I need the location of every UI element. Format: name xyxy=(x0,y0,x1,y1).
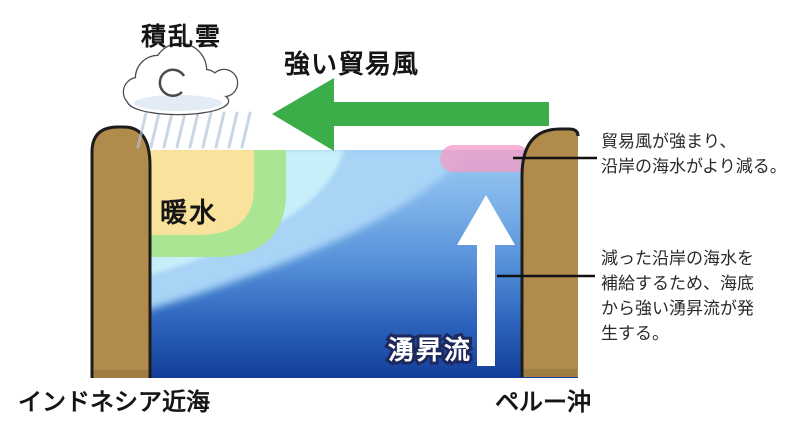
sea-region xyxy=(92,150,578,378)
indonesia-coast-label: インドネシア近海 xyxy=(18,389,210,416)
callout-upwelling-line3: から強い湧昇流が発 xyxy=(601,299,754,318)
upwelling-label: 湧昇流 xyxy=(385,332,473,368)
peru-coast-label: ペルー沖 xyxy=(495,389,591,416)
landmass-indonesia xyxy=(90,125,152,378)
callout-upwelling-line2: 補給するため、海底 xyxy=(601,274,754,293)
landmass-peru xyxy=(520,127,580,377)
cloud-label: 積乱雲 xyxy=(141,23,223,51)
rain-lines xyxy=(136,111,252,149)
trade-wind-label: 強い貿易風 xyxy=(284,49,420,79)
callout-upwelling-line1: 減った沿岸の海水を xyxy=(601,249,754,268)
reduced-coastal-water-marker xyxy=(440,145,530,172)
callout-trade-wind-line1: 貿易風が強まり、 xyxy=(601,132,737,151)
callout-upwelling: 減った沿岸の海水を 補給するため、海底 から強い湧昇流が発 生する。 xyxy=(601,246,754,346)
upwelling-arrow xyxy=(457,195,515,366)
cumulonimbus-cloud-icon xyxy=(122,42,239,116)
warm-water-label: 暖水 xyxy=(160,198,218,228)
callout-upwelling-line4: 生する。 xyxy=(601,324,669,343)
callout-trade-wind-line2: 沿岸の海水がより減る。 xyxy=(601,157,787,176)
trade-wind-arrow xyxy=(272,78,549,151)
callout-trade-wind: 貿易風が強まり、 沿岸の海水がより減る。 xyxy=(601,129,787,179)
